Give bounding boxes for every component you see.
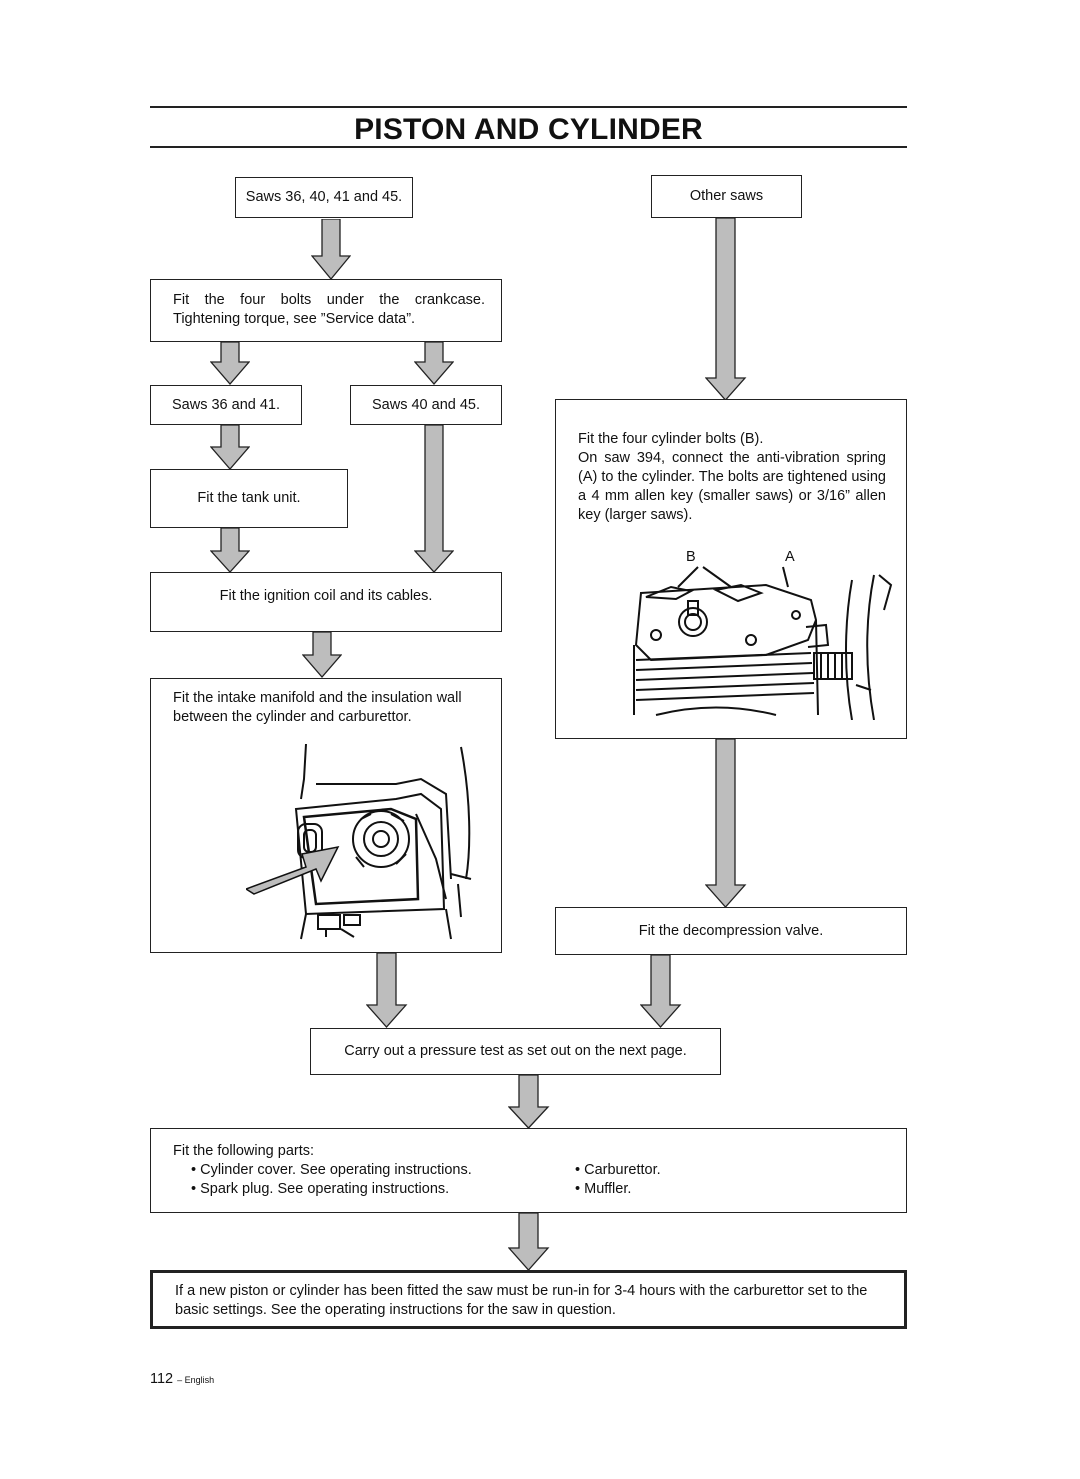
arrow-down-icon: [311, 219, 351, 280]
title-rule-bottom: [150, 146, 907, 148]
fit-decompression-box: Fit the decompression valve.: [555, 907, 907, 955]
arrow-down-icon: [414, 425, 454, 573]
list-item: Spark plug. See operating instructions.: [191, 1180, 472, 1199]
title-rule-top: [150, 106, 907, 108]
pressure-test-box: Carry out a pressure test as set out on …: [310, 1028, 721, 1075]
saws-40-45-label: Saws 40 and 45.: [371, 396, 481, 413]
cylinder-illustration: [633, 566, 893, 720]
fit-ignition-label: Fit the ignition coil and its cables.: [219, 588, 433, 604]
fit-cylinder-bolts-title: Fit the four cylinder bolts (B).: [578, 431, 764, 447]
label-a: A: [785, 549, 795, 565]
fit-intake-box: Fit the intake manifold and the insulati…: [150, 678, 502, 953]
following-parts-box: Fit the following parts: Cylinder cover.…: [150, 1128, 907, 1213]
fit-decompression-label: Fit the decompression valve.: [638, 922, 824, 939]
arrow-down-icon: [508, 1213, 550, 1271]
arrow-down-icon: [302, 632, 342, 678]
fit-ignition-box: Fit the ignition coil and its cables.: [150, 572, 502, 632]
page-title: PISTON AND CYLINDER: [354, 113, 703, 146]
final-note-box: If a new piston or cylinder has been fit…: [150, 1270, 907, 1329]
page-number: 112: [150, 1371, 174, 1387]
page-language: – English: [177, 1375, 215, 1385]
arrow-down-icon: [210, 342, 250, 385]
page-footer: 112 – English: [150, 1371, 214, 1387]
final-note-text: If a new piston or cylinder has been fit…: [175, 1283, 868, 1318]
arrow-down-icon: [705, 218, 747, 401]
saws-36-40-41-45-label: Saws 36, 40, 41 and 45.: [245, 189, 403, 205]
fit-cylinder-bolts-body: On saw 394, connect the anti-vibration s…: [578, 450, 886, 523]
fit-cylinder-bolts-box: Fit the four cylinder bolts (B). On saw …: [555, 399, 907, 739]
intake-manifold-illustration: [246, 743, 472, 940]
saws-36-41-label: Saws 36 and 41.: [171, 396, 281, 413]
list-item: Muffler.: [575, 1180, 661, 1199]
list-item: Carburettor.: [575, 1161, 661, 1180]
fit-tank-box: Fit the tank unit.: [150, 469, 348, 528]
arrow-down-icon: [366, 953, 408, 1028]
fit-tank-label: Fit the tank unit.: [197, 490, 301, 506]
arrow-down-icon: [508, 1075, 550, 1129]
pressure-test-label: Carry out a pressure test as set out on …: [344, 1043, 687, 1059]
parts-right-list: Carburettor. Muffler.: [575, 1161, 661, 1199]
arrow-down-icon: [414, 342, 454, 385]
saws-36-41-box: Saws 36 and 41.: [150, 385, 302, 425]
saws-36-40-41-45-box: Saws 36, 40, 41 and 45.: [235, 177, 413, 218]
arrow-down-icon: [210, 425, 250, 470]
arrow-down-icon: [210, 528, 250, 573]
list-item: Cylinder cover. See operating instructio…: [191, 1161, 472, 1180]
parts-left-list: Cylinder cover. See operating instructio…: [191, 1161, 472, 1199]
arrow-down-icon: [640, 955, 682, 1028]
label-b: B: [686, 549, 696, 565]
other-saws-box: Other saws: [651, 175, 802, 218]
saws-40-45-box: Saws 40 and 45.: [350, 385, 502, 425]
following-parts-title: Fit the following parts:: [173, 1143, 315, 1159]
fit-four-bolts-text: Fit the four bolts under the crankcase. …: [173, 292, 485, 327]
arrow-down-icon: [705, 739, 747, 908]
fit-four-bolts-box: Fit the four bolts under the crankcase. …: [150, 279, 502, 342]
fit-intake-text: Fit the intake manifold and the insulati…: [173, 690, 462, 725]
other-saws-label: Other saws: [689, 188, 764, 204]
